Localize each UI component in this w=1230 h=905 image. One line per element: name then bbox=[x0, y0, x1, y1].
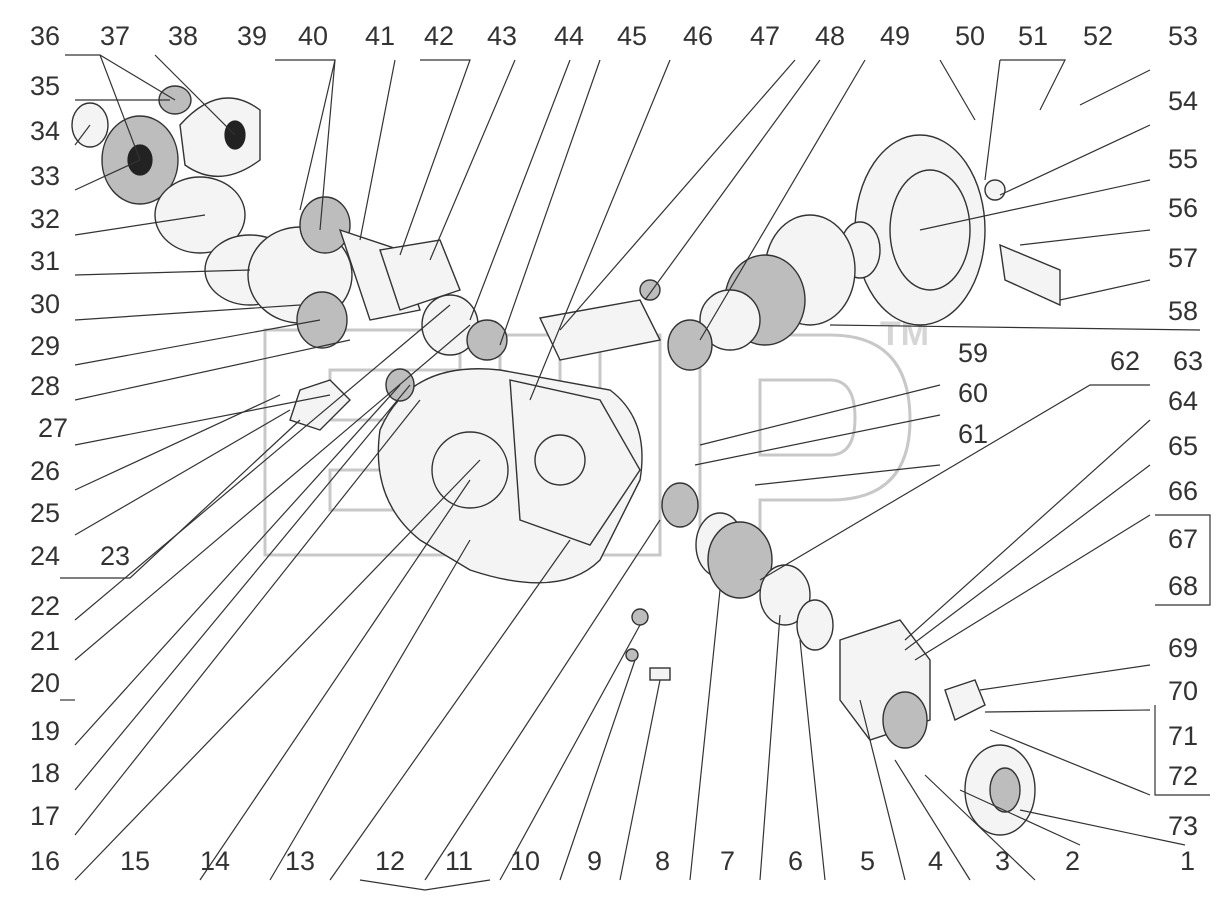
part-label-8: 8 bbox=[655, 846, 670, 876]
part-label-27: 27 bbox=[38, 413, 68, 443]
part-label-15: 15 bbox=[120, 846, 150, 876]
part-label-21: 21 bbox=[30, 626, 60, 656]
part-label-47: 47 bbox=[750, 21, 780, 51]
part-label-44: 44 bbox=[554, 21, 584, 51]
part-label-4: 4 bbox=[928, 846, 943, 876]
left-gear-assembly bbox=[71, 85, 508, 431]
part-label-1: 1 bbox=[1180, 846, 1195, 876]
part-label-25: 25 bbox=[30, 498, 60, 528]
part-label-48: 48 bbox=[815, 21, 845, 51]
part-label-38: 38 bbox=[168, 21, 198, 51]
part-label-43: 43 bbox=[487, 21, 517, 51]
part-label-63: 63 bbox=[1173, 346, 1203, 376]
part-label-73: 73 bbox=[1168, 811, 1198, 841]
part-label-45: 45 bbox=[617, 21, 647, 51]
input-shaft-assembly bbox=[625, 482, 1036, 836]
part-label-29: 29 bbox=[30, 331, 60, 361]
part-label-50: 50 bbox=[955, 21, 985, 51]
part-label-55: 55 bbox=[1168, 144, 1198, 174]
part-label-53: 53 bbox=[1168, 21, 1198, 51]
part-label-5: 5 bbox=[860, 846, 875, 876]
part-label-32: 32 bbox=[30, 204, 60, 234]
part-label-46: 46 bbox=[683, 21, 713, 51]
part-label-70: 70 bbox=[1168, 676, 1198, 706]
part-label-37: 37 bbox=[100, 21, 130, 51]
part-label-36: 36 bbox=[30, 21, 60, 51]
part-label-12: 12 bbox=[375, 846, 405, 876]
part-label-51: 51 bbox=[1018, 21, 1048, 51]
part-label-65: 65 bbox=[1168, 431, 1198, 461]
part-label-24: 24 bbox=[30, 541, 60, 571]
part-label-18: 18 bbox=[30, 758, 60, 788]
part-label-39: 39 bbox=[237, 21, 267, 51]
part-label-33: 33 bbox=[30, 161, 60, 191]
part-label-59: 59 bbox=[958, 338, 988, 368]
part-label-7: 7 bbox=[720, 846, 735, 876]
part-label-54: 54 bbox=[1168, 86, 1198, 116]
part-label-20: 20 bbox=[30, 668, 60, 698]
part-labels: 36 37 38 39 40 41 42 43 44 45 46 47 48 4… bbox=[30, 21, 1203, 876]
part-label-62: 62 bbox=[1110, 346, 1140, 376]
part-label-60: 60 bbox=[958, 378, 988, 408]
part-label-57: 57 bbox=[1168, 243, 1198, 273]
part-label-2: 2 bbox=[1065, 846, 1080, 876]
part-label-41: 41 bbox=[365, 21, 395, 51]
part-label-16: 16 bbox=[30, 846, 60, 876]
part-label-40: 40 bbox=[298, 21, 328, 51]
leader-lines bbox=[60, 54, 1211, 891]
part-label-67: 67 bbox=[1168, 524, 1198, 554]
part-label-31: 31 bbox=[30, 246, 60, 276]
part-label-64: 64 bbox=[1168, 386, 1198, 416]
part-label-6: 6 bbox=[788, 846, 803, 876]
part-label-26: 26 bbox=[30, 456, 60, 486]
part-label-10: 10 bbox=[510, 846, 540, 876]
part-label-3: 3 bbox=[995, 846, 1010, 876]
part-label-11: 11 bbox=[445, 846, 473, 876]
part-label-17: 17 bbox=[30, 801, 60, 831]
axle-housing bbox=[377, 279, 662, 584]
part-label-34: 34 bbox=[30, 116, 60, 146]
part-label-30: 30 bbox=[30, 289, 60, 319]
part-label-56: 56 bbox=[1168, 193, 1198, 223]
part-label-49: 49 bbox=[880, 21, 910, 51]
part-label-14: 14 bbox=[200, 846, 230, 876]
part-label-13: 13 bbox=[285, 846, 315, 876]
part-label-22: 22 bbox=[30, 591, 60, 621]
part-label-58: 58 bbox=[1168, 296, 1198, 326]
part-label-66: 66 bbox=[1168, 476, 1198, 506]
part-label-52: 52 bbox=[1083, 21, 1113, 51]
part-label-72: 72 bbox=[1168, 761, 1198, 791]
part-label-9: 9 bbox=[587, 846, 602, 876]
part-label-35: 35 bbox=[30, 71, 60, 101]
part-label-61: 61 bbox=[958, 419, 988, 449]
part-label-68: 68 bbox=[1168, 571, 1198, 601]
part-label-19: 19 bbox=[30, 716, 60, 746]
right-hub-assembly bbox=[667, 134, 1061, 371]
part-label-23: 23 bbox=[100, 541, 130, 571]
part-label-28: 28 bbox=[30, 371, 60, 401]
part-label-42: 42 bbox=[424, 21, 454, 51]
part-label-69: 69 bbox=[1168, 633, 1198, 663]
part-label-71: 71 bbox=[1168, 721, 1198, 751]
